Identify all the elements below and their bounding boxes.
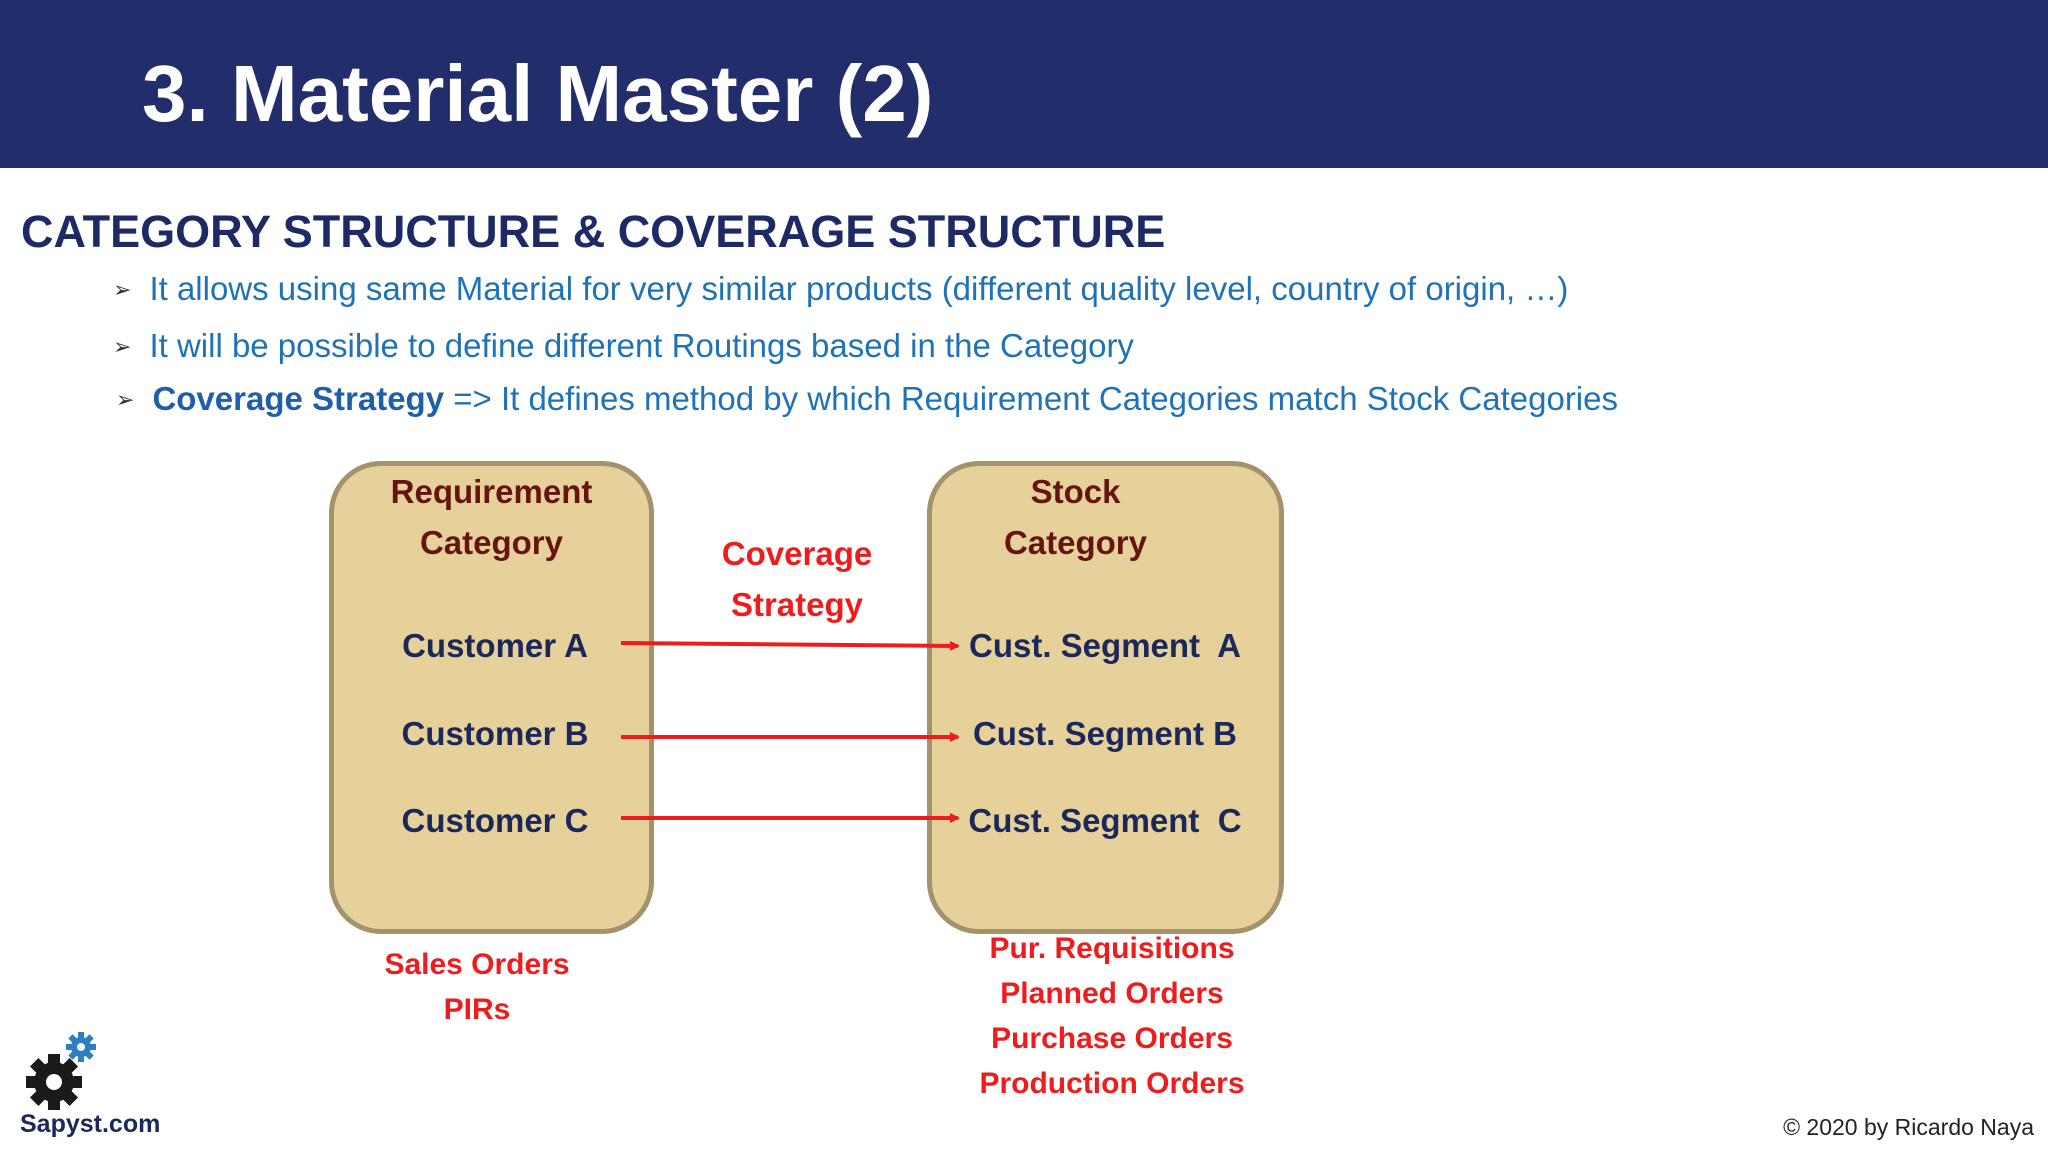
stock-documents: Pur. Requisitions Planned Orders Purchas… [962, 926, 1262, 1106]
stock-item: Cust. Segment B [972, 715, 1238, 752]
bullet-bold-term: Coverage Strategy [152, 380, 445, 417]
document-item: Production Orders [979, 1067, 1245, 1100]
requirement-item: Customer A [402, 627, 588, 664]
requirement-documents: Sales Orders PIRs [377, 942, 577, 1032]
requirement-category-box: Requirement Category [329, 461, 654, 934]
bullet-text: => It defines method by which Requiremen… [444, 380, 1618, 417]
stock-item: Cust. Segment A [969, 627, 1241, 664]
stock-item: Cust. Segment C [968, 802, 1242, 839]
coverage-strategy-label-line2: Strategy [730, 586, 864, 623]
copyright: © 2020 by Ricardo Naya [1783, 1114, 2034, 1140]
slide-title: 3. Material Master (2) [142, 49, 934, 138]
section-heading: CATEGORY STRUCTURE & COVERAGE STRUCTURE [21, 206, 1166, 257]
logo-text: Sapyst.com [20, 1110, 161, 1138]
document-item: PIRs [443, 993, 511, 1026]
document-item: Sales Orders [384, 948, 570, 981]
document-item: Pur. Requisitions [989, 932, 1235, 965]
requirement-item: Customer B [401, 715, 589, 752]
bullet-arrow-icon: ➢ [113, 334, 132, 359]
box-title-line2: Category [419, 524, 564, 561]
bullet-item: ➢ Coverage Strategy => It defines method … [116, 380, 1618, 418]
document-item: Purchase Orders [991, 1022, 1233, 1055]
bullet-item: ➢ It will be possible to define different… [113, 327, 1134, 365]
bullet-text: It will be possible to define different … [149, 327, 1134, 364]
coverage-strategy-label-line1: Coverage [721, 535, 873, 572]
bullet-item: ➢ It allows using same Material for very … [113, 270, 1568, 308]
bullet-arrow-icon: ➢ [113, 277, 132, 302]
title-bar: 3. Material Master (2) [0, 0, 2048, 168]
box-title-line2: Category [1003, 524, 1148, 561]
requirement-item: Customer C [401, 802, 589, 839]
bullet-arrow-icon: ➢ [116, 387, 135, 412]
gear-icon [26, 1032, 96, 1110]
bullet-text: It allows using same Material for very s… [149, 270, 1569, 307]
document-item: Planned Orders [1000, 977, 1224, 1010]
box-title-line1: Stock [1030, 473, 1121, 510]
stock-category-box: Stock Category [927, 461, 1284, 934]
box-title-line1: Requirement [390, 473, 593, 510]
arrow-customer-a [620, 640, 960, 651]
